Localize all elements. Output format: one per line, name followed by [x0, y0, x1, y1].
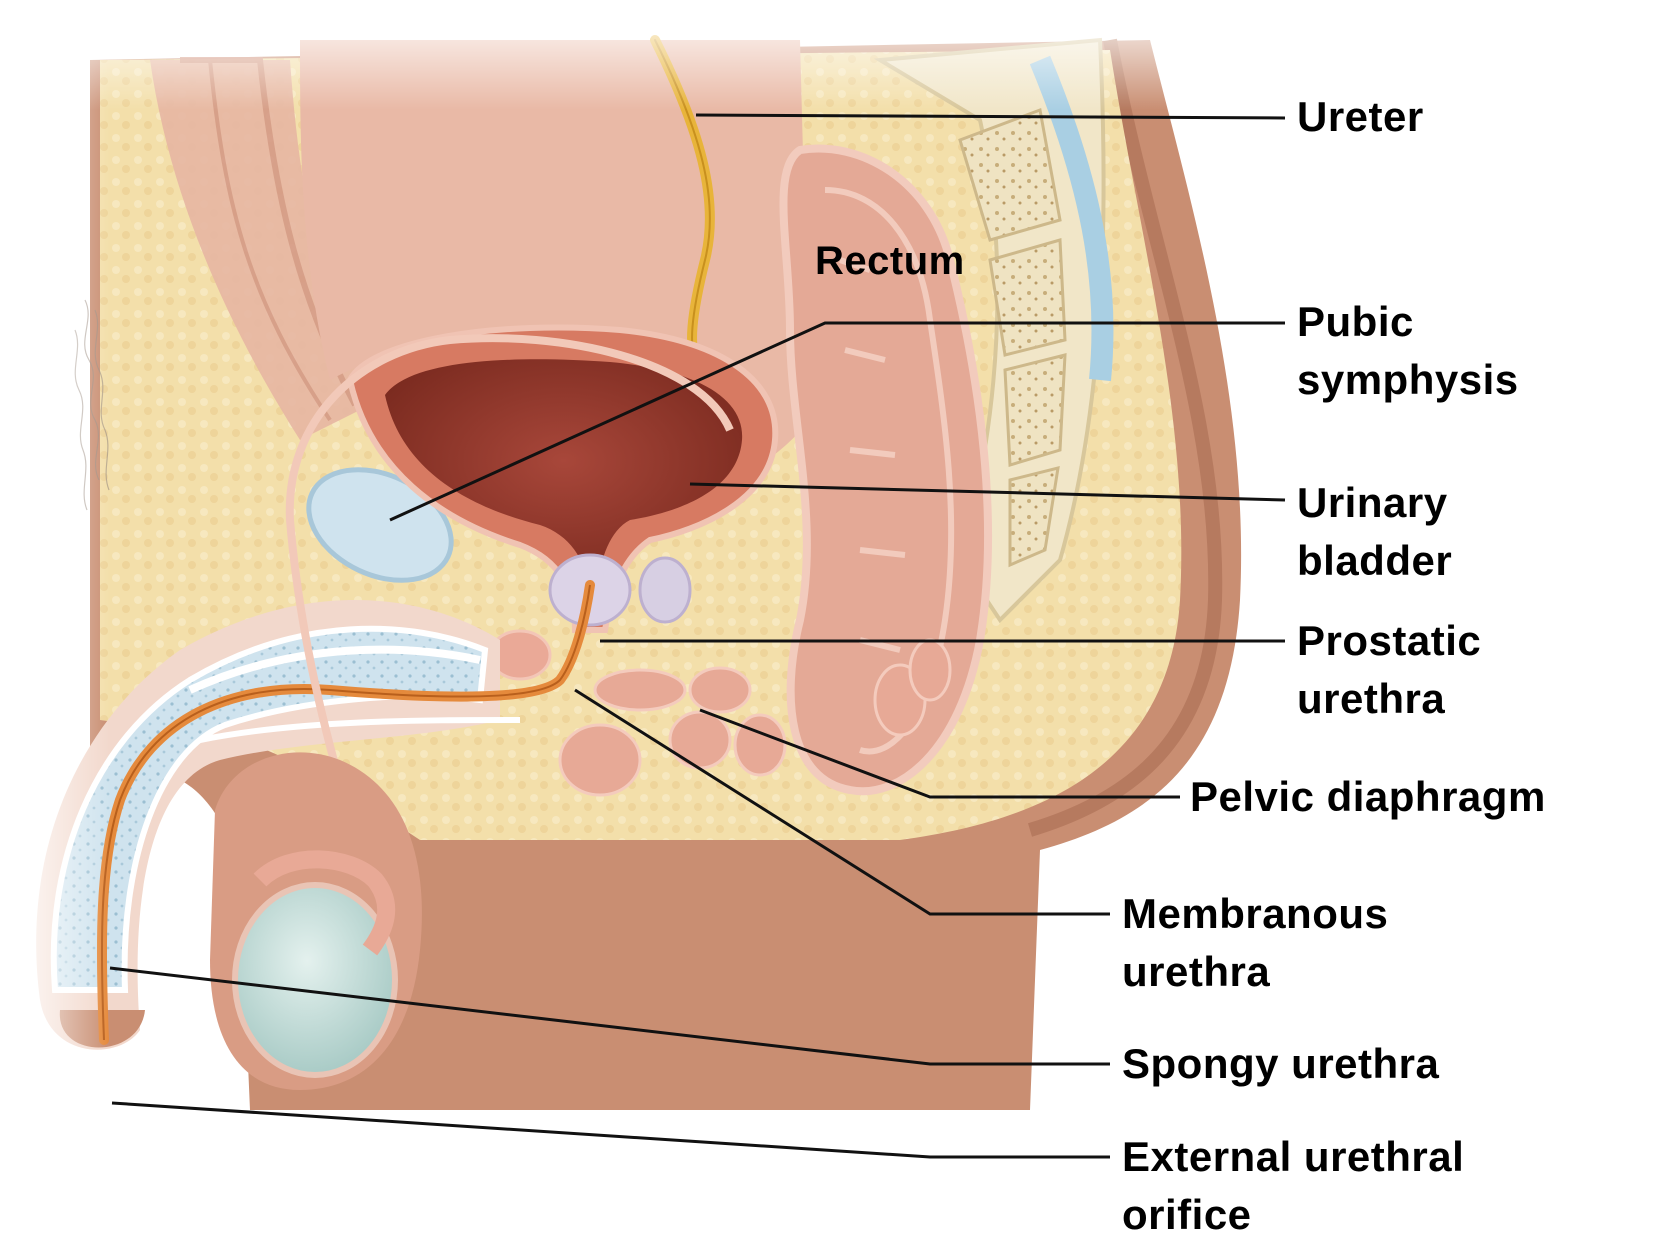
label-membranous-urethra-line1: Membranous — [1122, 885, 1388, 943]
label-ureter: Ureter — [1297, 88, 1424, 146]
label-prostatic-urethra-line2: urethra — [1297, 670, 1481, 728]
label-external-urethral-orifice: External urethral orifice — [1122, 1128, 1464, 1244]
label-pelvic-diaphragm: Pelvic diaphragm — [1190, 768, 1546, 826]
label-pubic-symphysis: Pubic symphysis — [1297, 293, 1519, 409]
label-external-urethral-orifice-line1: External urethral — [1122, 1128, 1464, 1186]
label-membranous-urethra-line2: urethra — [1122, 943, 1388, 1001]
label-urinary-bladder-line2: bladder — [1297, 532, 1452, 590]
testis — [235, 885, 395, 1075]
label-pubic-symphysis-line2: symphysis — [1297, 351, 1519, 409]
label-membranous-urethra: Membranous urethra — [1122, 885, 1388, 1001]
label-prostatic-urethra: Prostatic urethra — [1297, 612, 1481, 728]
leader-external-urethral-orifice — [112, 1103, 1110, 1157]
label-urinary-bladder-line1: Urinary — [1297, 474, 1452, 532]
label-spongy-urethra: Spongy urethra — [1122, 1035, 1439, 1093]
label-prostatic-urethra-line1: Prostatic — [1297, 612, 1481, 670]
seminal-vesicle-right — [640, 558, 690, 622]
label-urinary-bladder: Urinary bladder — [1297, 474, 1452, 590]
label-rectum: Rectum — [815, 232, 965, 290]
label-external-urethral-orifice-line2: orifice — [1122, 1186, 1464, 1244]
label-pubic-symphysis-line1: Pubic — [1297, 293, 1519, 351]
scrotum — [210, 752, 422, 1090]
